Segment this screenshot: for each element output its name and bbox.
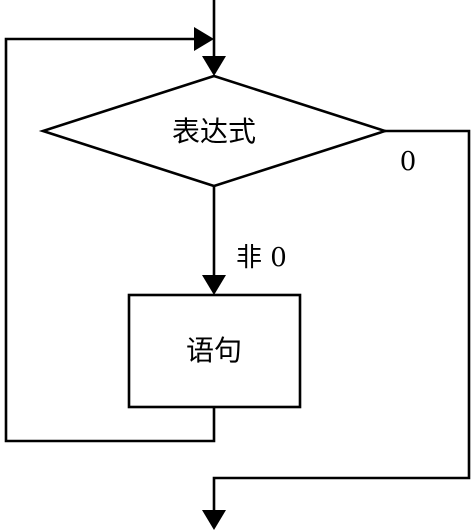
process-box	[127, 293, 302, 409]
entry-arrow	[202, 56, 226, 76]
process-label: 语句	[186, 334, 242, 367]
true-branch-label: 非 0	[236, 243, 287, 273]
false-branch-label: 0	[400, 147, 417, 177]
exit-arrow	[202, 510, 226, 530]
loop-back-arrow	[194, 27, 214, 51]
true-branch-arrow	[202, 275, 226, 295]
decision-label: 表达式	[172, 115, 256, 148]
loop-back-line	[4, 37, 216, 443]
false-branch-line	[212, 129, 471, 514]
